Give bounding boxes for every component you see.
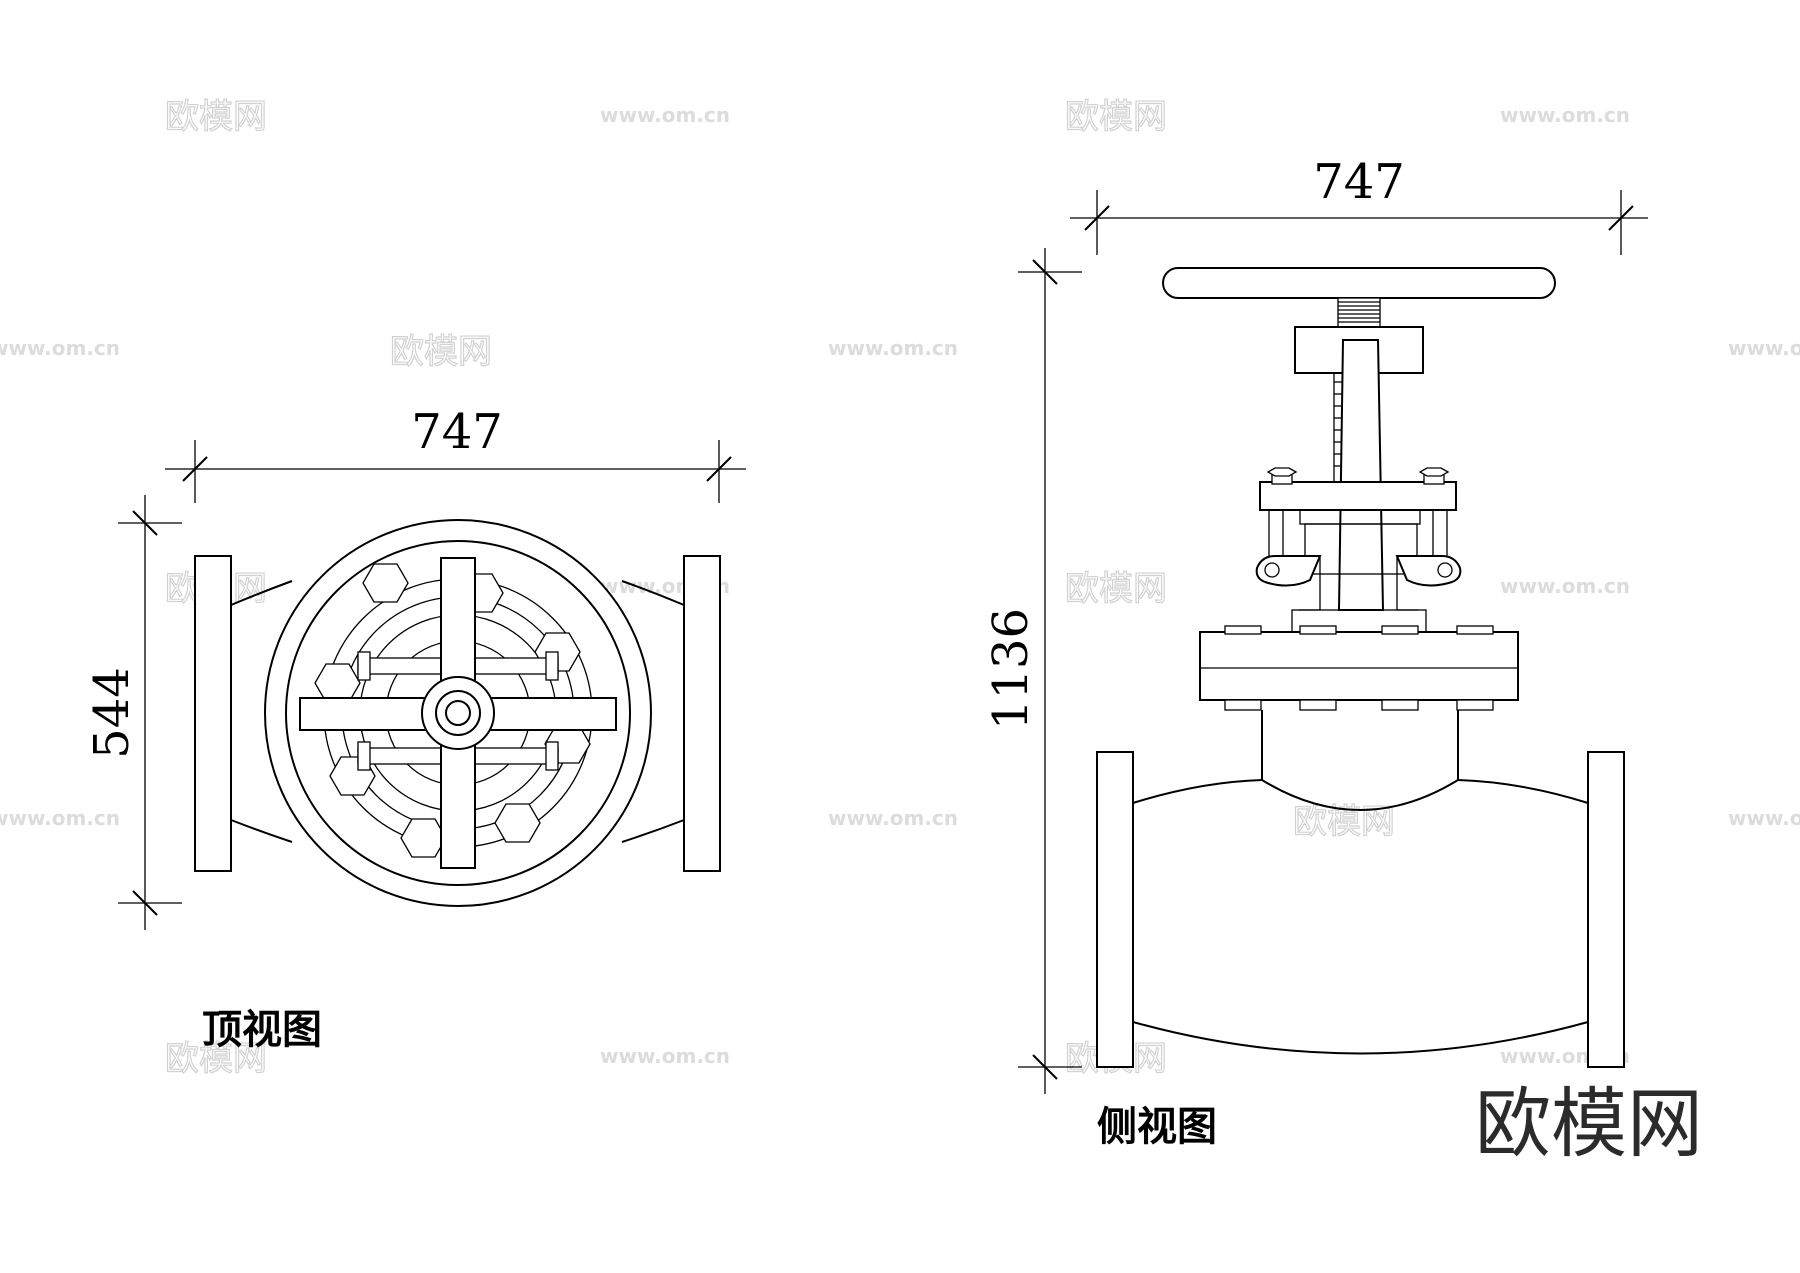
valve-stem [1337, 339, 1385, 611]
watermark-brand: 欧模网 [1065, 569, 1167, 609]
top-view-width-dimension: 747 [165, 404, 746, 503]
watermark-layer: 欧模网 www.om.cn 欧模网 www.om.cn www.om.cn 欧模… [0, 96, 1800, 1079]
top-view-caption: 顶视图 [202, 1006, 322, 1053]
right-flange [683, 555, 721, 872]
valve-body [1132, 710, 1589, 1055]
watermark-brand: 欧模网 [165, 1039, 267, 1079]
watermark-url: www.om.cn [600, 1044, 730, 1068]
side-view-caption: 侧视图 [1097, 1103, 1217, 1150]
bonnet-flange [1199, 625, 1519, 711]
top-view-height-dimension: 544 [84, 495, 182, 930]
watermark-url: www.om.cn [600, 103, 730, 127]
gland-assembly [1255, 467, 1462, 633]
side-view-width-label: 747 [1313, 154, 1405, 210]
side-right-flange [1587, 751, 1625, 1068]
watermark-brand: 欧模网 [390, 332, 492, 372]
watermark-url: www.om.cn [1728, 336, 1800, 360]
side-view-width-dimension: 747 [1070, 154, 1648, 255]
side-view-height-dimension: 1136 [983, 248, 1082, 1094]
top-view-width-label: 747 [411, 404, 503, 460]
watermark-url: www.om.cn [1500, 103, 1630, 127]
watermark-url: www.om.cn [1500, 574, 1630, 598]
left-flange [194, 555, 232, 872]
watermark-url: www.om.cn [0, 336, 120, 360]
watermark-url: www.om.cn [0, 806, 120, 830]
top-view-height-label: 544 [84, 667, 140, 759]
bolt-nuts [314, 563, 591, 858]
top-view: 747 544 [84, 404, 746, 1053]
handwheel-hub [421, 676, 495, 750]
watermark-brand: 欧模网 [1065, 97, 1167, 137]
watermark-url: www.om.cn [828, 806, 958, 830]
watermark-url: www.om.cn [1728, 806, 1800, 830]
side-left-flange [1096, 751, 1134, 1068]
handwheel-inner [285, 540, 631, 886]
watermark-url: www.om.cn [828, 336, 958, 360]
body-outline [230, 580, 293, 606]
side-view-height-label: 1136 [983, 608, 1039, 730]
brand-logo: 欧模网 [1475, 1079, 1703, 1168]
watermark-brand: 欧模网 [165, 97, 267, 137]
side-view: 747 1136 [983, 154, 1648, 1150]
handwheel-side [1162, 267, 1556, 299]
